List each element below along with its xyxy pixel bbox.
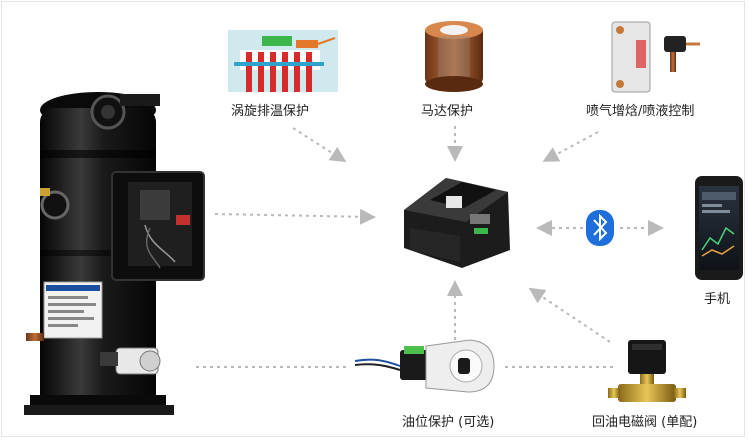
bluetooth-icon bbox=[586, 210, 614, 246]
scroll-temp-image bbox=[228, 30, 338, 92]
label-oil-valve: 回油电磁阀 (单配) bbox=[592, 415, 698, 430]
label-vapor-injection: 喷气增焓/喷液控制 bbox=[586, 104, 695, 119]
oil-level-sensor-image bbox=[354, 339, 495, 393]
arrow-compressor bbox=[214, 208, 376, 225]
compressor-image bbox=[24, 92, 205, 415]
oil-valve-image bbox=[608, 340, 686, 402]
label-oil-level: 油位保护 (可选) bbox=[402, 415, 495, 430]
controller-image bbox=[404, 178, 510, 268]
label-scroll-temp: 涡旋排温保护 bbox=[231, 104, 310, 119]
connector-arrows bbox=[196, 126, 664, 368]
motor-image bbox=[425, 21, 483, 92]
phone-image bbox=[695, 176, 743, 280]
arrow-oil-valve bbox=[528, 287, 611, 343]
arrow-vapor bbox=[542, 131, 599, 162]
label-phone: 手机 bbox=[704, 292, 731, 307]
vapor-injection-image bbox=[611, 21, 700, 93]
arrow-scroll-temp bbox=[292, 127, 347, 163]
label-motor: 马达保护 bbox=[421, 104, 474, 119]
